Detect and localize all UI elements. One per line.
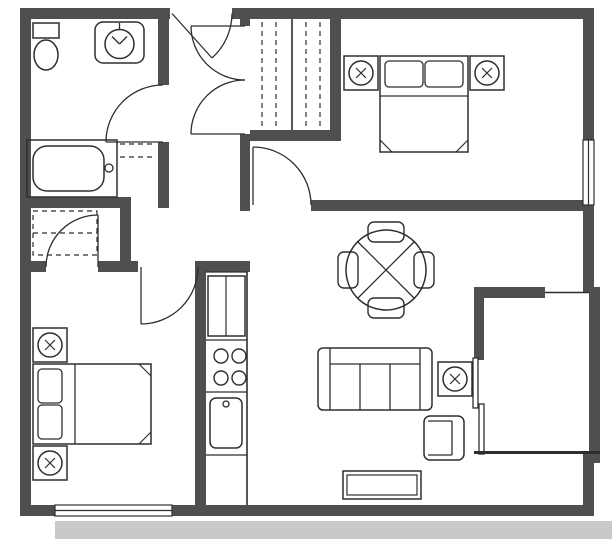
sliding-door-balcony [472, 357, 485, 455]
bathtub [26, 139, 118, 198]
door-hall-closet-lower [190, 79, 246, 135]
walls [20, 8, 600, 516]
vanity-sink [94, 21, 145, 64]
kitchen-sink [209, 397, 243, 449]
door-bathroom [105, 84, 164, 143]
window-bedroom1 [582, 139, 595, 206]
bed-1 [379, 55, 469, 153]
dining-set [337, 221, 435, 319]
door-bedroom2 [140, 266, 199, 325]
gray-walkway [55, 521, 612, 539]
tv-console [342, 470, 422, 500]
refrigerator [207, 275, 246, 337]
toilet [32, 22, 60, 71]
door-bedroom1 [252, 146, 312, 206]
balcony-edges [474, 291, 600, 454]
window-bedroom2 [54, 504, 173, 517]
bathroom-shelf [120, 143, 155, 158]
bedroom1-nightstand-right [469, 55, 505, 91]
bedroom2-nightstand-bottom [32, 445, 68, 481]
door-hall-closet-upper [190, 25, 246, 81]
armchair [423, 415, 465, 461]
bedroom2-nightstand-top [32, 327, 68, 363]
door-entry [171, 13, 233, 59]
bedroom1-nightstand-left [343, 55, 379, 91]
bed-2 [32, 363, 152, 445]
cooktop [213, 348, 247, 386]
door-linen-closet [45, 214, 99, 268]
linen-closet-shelves [32, 210, 98, 256]
sofa [317, 347, 433, 411]
entry-closet-shelves [261, 19, 321, 130]
living-room-speaker [437, 361, 473, 397]
kitchen-counter [206, 271, 248, 505]
